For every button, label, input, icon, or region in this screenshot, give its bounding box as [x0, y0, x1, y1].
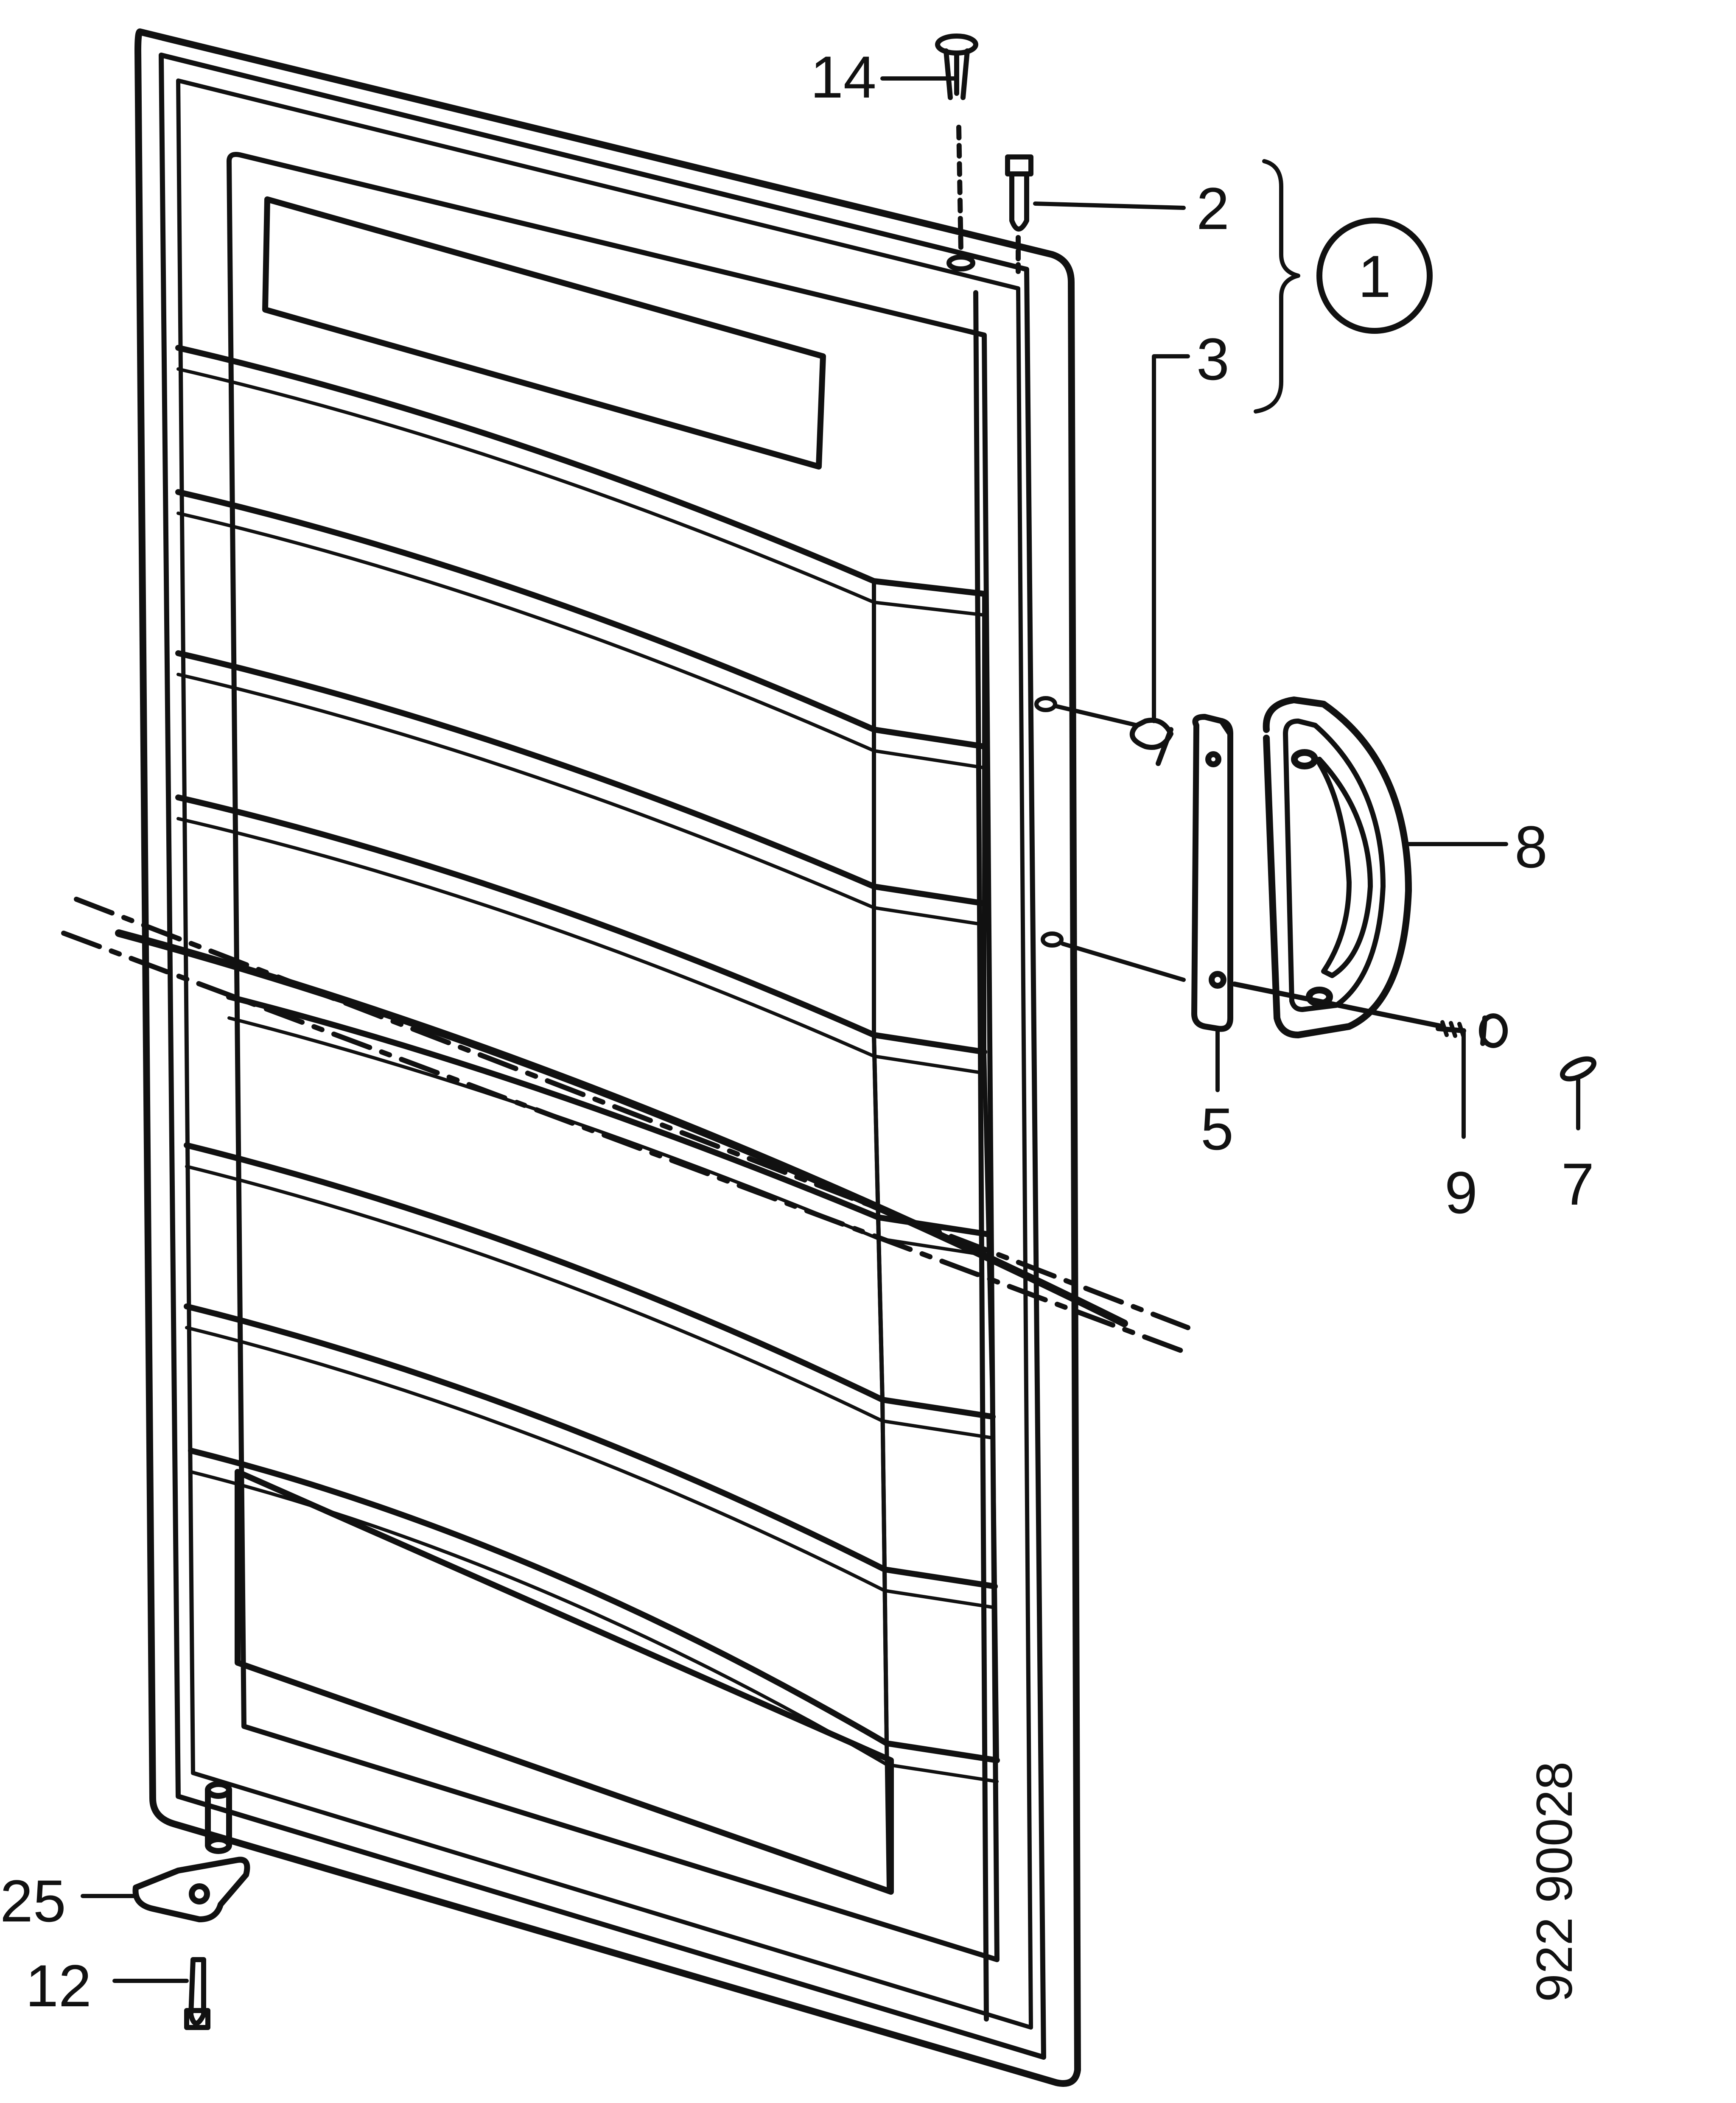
- cap-7: [1560, 1056, 1597, 1082]
- group-brace: [1254, 159, 1300, 414]
- top-compartment: [262, 196, 826, 470]
- callout-5: 5: [1201, 1096, 1234, 1162]
- shelf-2-lip: [176, 512, 986, 769]
- door-side-edge: [973, 290, 989, 2022]
- shelf-4-lip: [176, 817, 986, 1075]
- shelf-3: [175, 650, 987, 906]
- break-line-bottom: [61, 931, 1190, 1356]
- callout-8: 8: [1515, 814, 1548, 880]
- shelf-4: [175, 794, 987, 1055]
- shelf-cell-6: [880, 1398, 997, 1588]
- plug-3: [1129, 718, 1173, 766]
- shelf-8: [188, 1448, 1000, 1763]
- callout-7: 7: [1561, 1151, 1594, 1217]
- callout-2: 2: [1196, 175, 1229, 242]
- screw-hole-lower: [1041, 931, 1064, 948]
- callout-1: 1: [1358, 243, 1391, 310]
- shelf-1-lip: [176, 367, 986, 617]
- shelf-9: [235, 1469, 894, 1895]
- shelf-7: [184, 1303, 998, 1589]
- shelf-3-lip: [176, 673, 986, 926]
- callout-9: 9: [1445, 1159, 1478, 1226]
- callout-14: 14: [810, 44, 876, 110]
- leader-hole-upper: [1054, 704, 1139, 727]
- shelf-2: [175, 489, 987, 749]
- shelf-6-lip: [185, 1165, 994, 1440]
- shelf-cell-2: [872, 727, 986, 906]
- handle-base-plate: [1191, 714, 1233, 1032]
- door-handle: [1263, 696, 1412, 1038]
- bottom-hinge-bracket: [132, 1781, 250, 1922]
- shelf-5: [226, 994, 991, 1237]
- leader-2: [1033, 201, 1186, 210]
- screw-2: [1005, 154, 1033, 274]
- shelf-6: [184, 1142, 996, 1420]
- bottom-screw: [184, 1957, 210, 2030]
- callout-3: 3: [1196, 326, 1229, 392]
- door-inner-frame: [159, 53, 1046, 2060]
- screw-hole-upper: [1034, 696, 1057, 712]
- drawing-code: 922 90028: [1526, 1762, 1583, 2002]
- door-gasket: [176, 78, 1033, 2030]
- shelf-7-lip: [185, 1326, 997, 1609]
- callout-25: 25: [0, 1868, 66, 1934]
- break-line-solid: [115, 929, 1128, 1327]
- shelf-1: [175, 345, 987, 597]
- shelf-cell-7: [882, 1567, 999, 1762]
- hinge-pin: [935, 34, 978, 271]
- leader-3: [1152, 354, 1190, 723]
- callout-12: 12: [25, 1952, 92, 2019]
- leader-hole-lower: [1061, 942, 1186, 982]
- group-circle: [1316, 218, 1433, 334]
- door-outer-frame: [134, 28, 1081, 2087]
